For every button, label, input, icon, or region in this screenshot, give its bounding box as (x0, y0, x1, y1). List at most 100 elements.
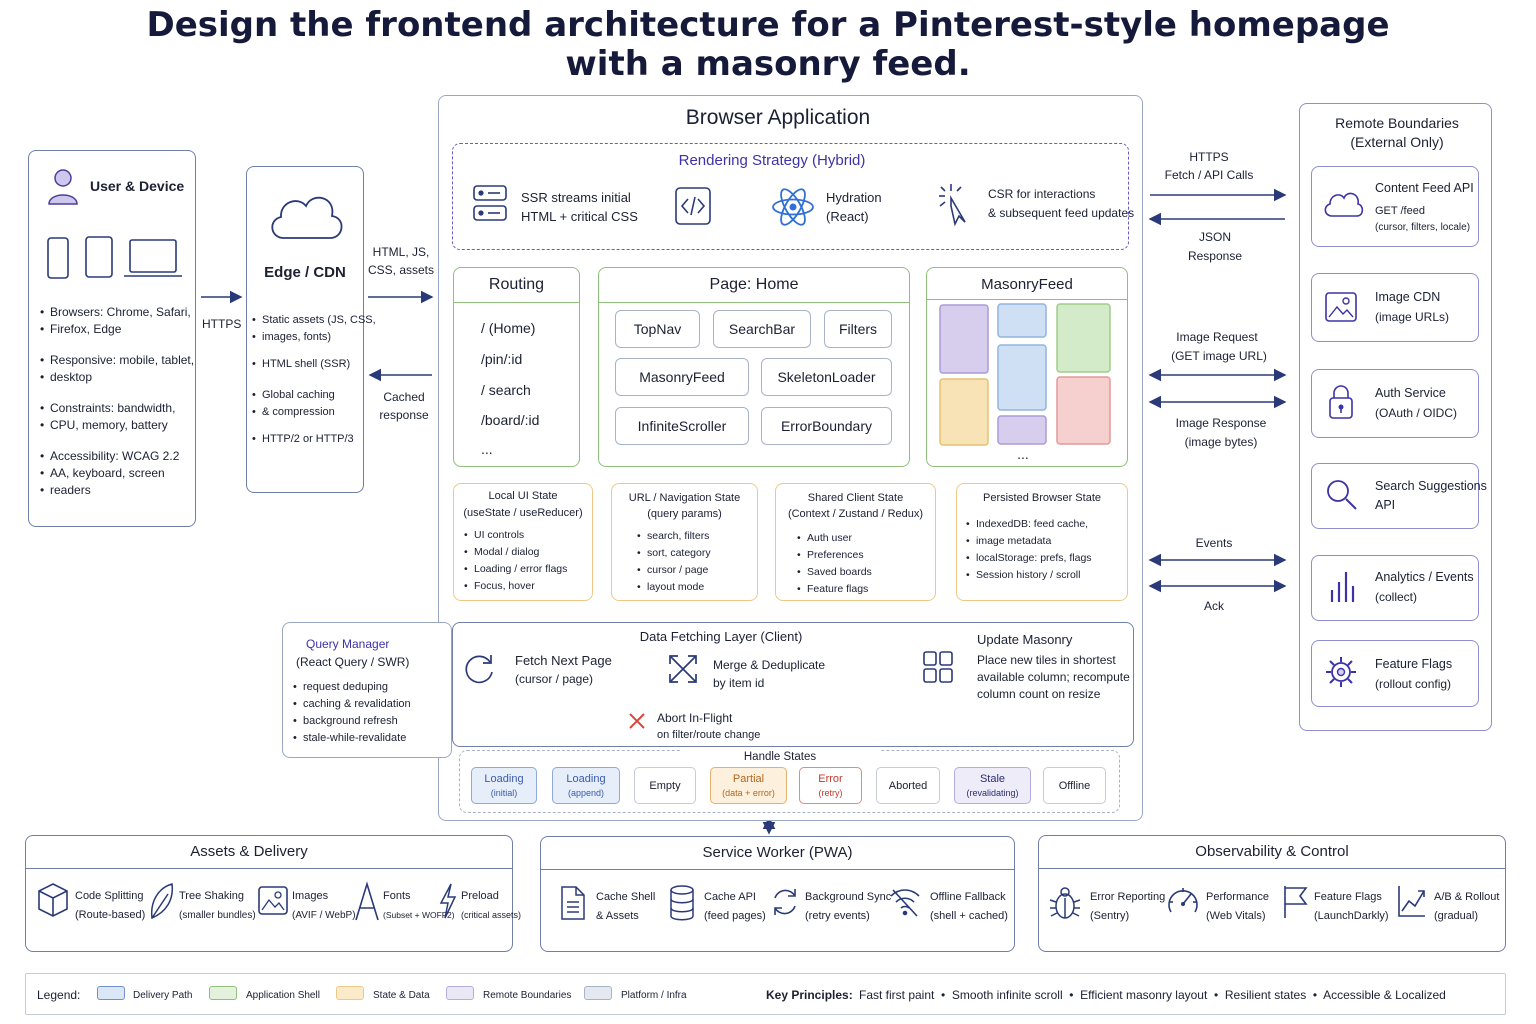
package-icon (38, 883, 68, 917)
assets-item-2-sub: (smaller bundles) (179, 910, 256, 921)
list-item: image metadata (966, 533, 1092, 550)
data-fetching-panel (452, 622, 1134, 747)
list-item: & compression (252, 404, 376, 421)
list-item: sort, category (637, 545, 711, 562)
image-cdn-subtitle: (image URLs) (1375, 310, 1450, 324)
cached-label-1: Cached (383, 390, 425, 404)
local-ui-state-subtitle: (useState / useReducer) (463, 507, 583, 519)
content-feed-api-line-1: GET /feed (1375, 205, 1425, 217)
assets-item-1-title: Code Splitting (75, 890, 144, 902)
list-item: CPU, memory, battery (40, 417, 194, 434)
list-item: Browsers: Chrome, Safari, (40, 304, 194, 321)
list-item: Accessibility: WCAG 2.2 (40, 448, 194, 465)
fetch-next-label-2: (cursor / page) (515, 672, 594, 686)
legend-item-delivery: Delivery Path (133, 990, 193, 1001)
image-icon (1325, 292, 1357, 322)
assets-item-5-title: Preload (461, 890, 499, 902)
state-sublabel: (revalidating) (966, 788, 1019, 798)
shared-state-subtitle: (Context / Zustand / Redux) (787, 508, 924, 520)
state-sublabel: (data + error) (722, 788, 775, 798)
wifi-off-icon (890, 889, 920, 917)
edge-cdn-list: Static assets (JS, CSS, images, fonts) H… (252, 312, 376, 448)
masonry-more: ... (1017, 446, 1029, 462)
html-js-label-1: HTML, JS, (372, 245, 430, 259)
abort-icon (629, 713, 645, 729)
csr-label-1: CSR for interactions (988, 187, 1096, 201)
persisted-state-list: IndexedDB: feed cache, image metadata lo… (966, 516, 1092, 584)
list-item: background refresh (293, 713, 411, 730)
state-chip: Loading(append) (552, 767, 620, 804)
observability-divider (1039, 868, 1505, 869)
sw-item-4-title: Offline Fallback (930, 891, 1006, 903)
state-chip: Error(retry) (799, 767, 862, 804)
masonry-divider (927, 299, 1127, 300)
list-item: Responsive: mobile, tablet, (40, 352, 194, 369)
image-icon (258, 886, 288, 915)
state-chip: Aborted (876, 767, 940, 804)
update-masonry-line-3: column count on resize (977, 687, 1101, 701)
list-item: AA, keyboard, screen (40, 465, 194, 482)
analytics-events-title: Analytics / Events (1375, 570, 1474, 584)
title-line-1: Design the frontend architecture for a P… (146, 5, 1390, 45)
ssr-label-1: SSR streams initial (521, 190, 631, 205)
flag-icon (1284, 886, 1308, 918)
masonry-tiles (939, 303, 1111, 446)
list-item: Session history / scroll (966, 567, 1092, 584)
list-item: Global caching (252, 387, 376, 404)
assets-divider (26, 868, 512, 869)
url-state-subtitle: (query params) (647, 508, 722, 520)
state-label: Offline (1058, 780, 1091, 792)
obs-item-1-sub: (Sentry) (1090, 910, 1130, 922)
hydration-label-1: Hydration (826, 190, 882, 205)
code-icon (675, 187, 711, 225)
sw-item-1-title: Cache Shell (596, 891, 656, 903)
merge-label-2: by item id (713, 676, 765, 690)
list-item: cursor / page (637, 562, 711, 579)
html-js-label-2: CSS, assets (367, 263, 435, 277)
route-item: / search (481, 382, 531, 398)
list-item: search, filters (637, 528, 711, 545)
cursor-click-icon (939, 184, 966, 227)
sw-item-4-sub: (shell + cached) (930, 910, 1008, 922)
key-principles-label: Key Principles: (766, 988, 853, 1002)
update-masonry-title: Update Masonry (977, 632, 1073, 647)
devices-icon (47, 236, 182, 279)
chip-searchbar: SearchBar (713, 310, 811, 348)
legend-item-state: State & Data (373, 990, 430, 1001)
handle-states-title: Handle States (680, 749, 880, 766)
legend-swatch-state (336, 986, 364, 1000)
assets-item-1-sub: (Route-based) (75, 909, 146, 921)
route-item: / (Home) (481, 320, 536, 336)
shared-state-title: Shared Client State (807, 492, 904, 504)
legend-swatch-delivery (97, 986, 125, 1000)
sw-item-3-title: Background Sync (805, 891, 892, 903)
route-item: /board/:id (481, 412, 540, 428)
url-state-title: URL / Navigation State (628, 492, 741, 504)
abort-label-2: on filter/route change (657, 729, 761, 741)
query-manager-subtitle: (React Query / SWR) (296, 655, 410, 669)
remote-boundaries-subtitle: (External Only) (1350, 134, 1444, 150)
list-item: IndexedDB: feed cache, (966, 516, 1092, 533)
legend-item-shell: Application Shell (246, 990, 320, 1001)
content-feed-api-line-2: (cursor, filters, locale) (1375, 222, 1471, 233)
search-suggestions-card (1311, 463, 1479, 529)
persisted-state-title: Persisted Browser State (983, 492, 1101, 504)
list-item: Saved boards (797, 564, 872, 581)
fetch-next-label-1: Fetch Next Page (515, 653, 612, 668)
local-ui-state-title: Local UI State (488, 490, 558, 502)
trend-chart-icon (1398, 886, 1425, 917)
assets-item-3-sub: (AVIF / WebP) (292, 910, 356, 921)
list-item: desktop (40, 369, 194, 386)
sw-item-1-sub: & Assets (596, 910, 639, 922)
lock-icon (1329, 385, 1353, 419)
obs-item-1-title: Error Reporting (1090, 891, 1166, 903)
routing-divider (454, 302, 579, 303)
obs-item-3-title: Feature Flags (1314, 891, 1382, 903)
list-item: Constraints: bandwidth, (40, 400, 194, 417)
leaf-icon (150, 883, 174, 920)
database-icon (670, 885, 694, 921)
list-item: Preferences (797, 547, 872, 564)
image-request-label-1: Image Request (1176, 330, 1258, 344)
state-sublabel: (retry) (818, 788, 843, 798)
state-sublabel: (initial) (490, 788, 518, 798)
